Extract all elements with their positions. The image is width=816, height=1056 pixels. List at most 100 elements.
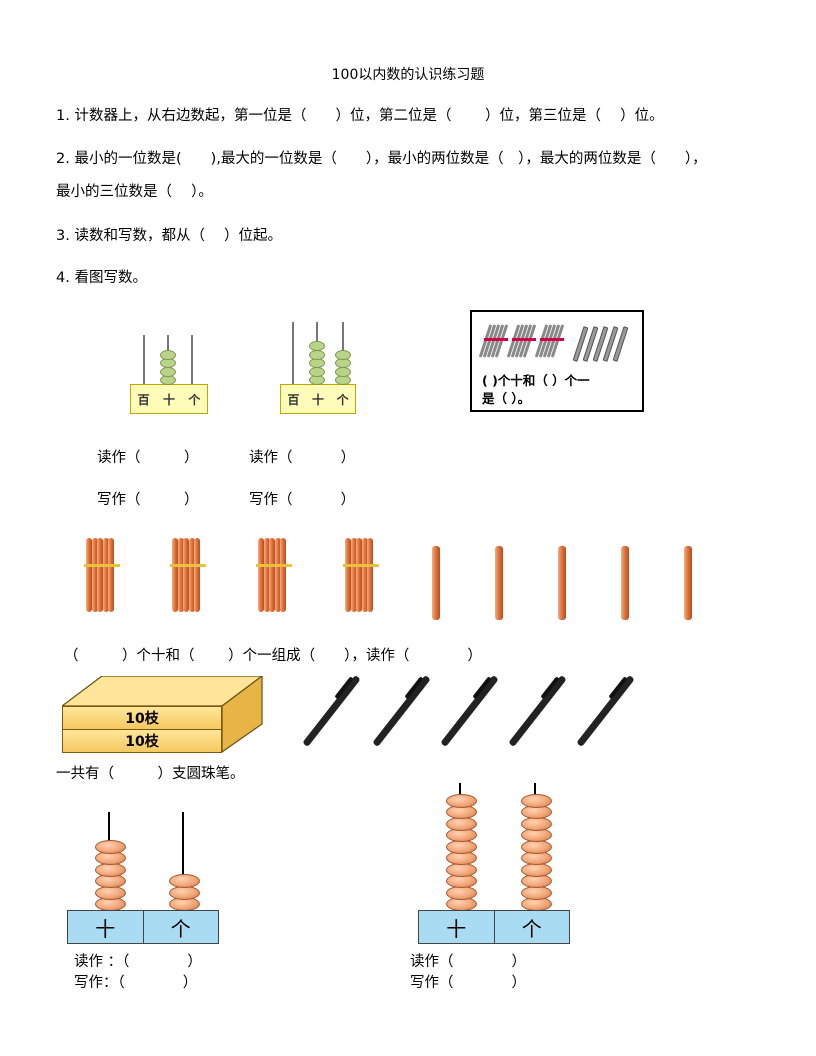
abacus-bead xyxy=(309,349,325,360)
read-as-2: 读作（ ） xyxy=(249,450,356,466)
ballpoint-pen xyxy=(576,674,635,748)
box-stick-bundle xyxy=(534,320,565,362)
bead-abacus-base: 十 个 xyxy=(67,910,219,944)
write-as-4: 写作（ ） xyxy=(410,975,526,991)
read-as-1: 读作（ ） xyxy=(97,450,199,466)
abacus-bead xyxy=(169,874,200,888)
loose-stick xyxy=(432,546,440,620)
loose-stick xyxy=(495,546,503,620)
box-stick-bundle xyxy=(506,320,537,362)
stick-bundle xyxy=(84,538,120,616)
stick-bundle xyxy=(170,538,206,616)
page-title: 100以内数的认识练习题 xyxy=(331,67,485,83)
bundle-tie xyxy=(256,564,292,567)
place-label-ones: 个 xyxy=(521,916,542,941)
read-as-4: 读作（ ） xyxy=(410,954,526,970)
stick-bundle xyxy=(256,538,292,616)
abacus-bead xyxy=(335,349,351,360)
question-3: 3. 读数和写数，都从（ ）位起。 xyxy=(56,228,283,244)
bundle-tie xyxy=(540,338,564,341)
abacus-base: 百 十 个 xyxy=(130,384,208,414)
abacus-bead xyxy=(309,358,325,368)
ballpoint-pen xyxy=(302,674,361,748)
sticks-question: （ ）个十和（ ）个一组成（ ），读作（ ） xyxy=(64,648,482,664)
abacus-label-ones: 个 xyxy=(336,392,349,407)
question-4: 4. 看图写数。 xyxy=(56,270,147,286)
question-2-line-2: 最小的三位数是（ ）。 xyxy=(56,184,213,200)
bundle-stick xyxy=(86,538,92,612)
bundle-stick xyxy=(177,538,184,612)
abacus-bead xyxy=(521,793,552,808)
abacus-bead xyxy=(309,341,325,351)
box-text-line-2: 是（ ）。 xyxy=(482,391,531,406)
bead-abacus-base: 十 个 xyxy=(418,910,570,944)
place-label-tens: 十 xyxy=(419,911,495,943)
abacus-label-tens: 十 xyxy=(311,392,324,407)
pen-box-drawing xyxy=(62,676,263,754)
bundle-tie xyxy=(512,338,536,341)
bundle-stick xyxy=(97,538,103,612)
bundle-tie xyxy=(84,564,120,567)
abacus-bead xyxy=(335,375,351,385)
bundle-stick xyxy=(356,538,362,612)
abacus-label-hundreds: 百 xyxy=(287,392,300,407)
bundle-stick xyxy=(91,538,98,612)
ballpoint-pen xyxy=(508,674,567,748)
bundle-stick xyxy=(183,538,189,612)
abacus-bead xyxy=(160,358,176,368)
ballpoint-pen xyxy=(440,674,499,748)
place-label-ones: 个 xyxy=(170,916,191,941)
bundle-stick xyxy=(367,538,373,612)
place-label-tens: 十 xyxy=(68,911,144,943)
abacus-bead xyxy=(446,793,477,808)
bundle-tie xyxy=(170,564,206,567)
pen-box-layer: 10枝 xyxy=(62,706,222,730)
loose-stick xyxy=(684,546,692,620)
bundle-stick xyxy=(361,538,368,612)
abacus-bead xyxy=(335,366,351,377)
sticks-picture-box: ( )个十和（ ）个一 是（ ）。 xyxy=(470,310,644,412)
write-as-2: 写作（ ） xyxy=(249,492,356,508)
loose-stick xyxy=(558,546,566,620)
bead-rod-ones xyxy=(182,812,184,910)
bundle-tie xyxy=(343,564,379,567)
abacus-label-ones: 个 xyxy=(188,392,201,407)
bundle-stick xyxy=(172,538,178,612)
abacus-bead xyxy=(160,375,176,385)
pen-box-layer: 10枝 xyxy=(62,729,222,753)
abacus-bead xyxy=(309,375,325,385)
loose-stick xyxy=(621,546,629,620)
abacus-bead xyxy=(309,366,325,377)
abacus-label-tens: 十 xyxy=(162,392,175,407)
read-as-3: 读作 ：（ ） xyxy=(74,954,202,970)
box-stick-bundle xyxy=(478,320,509,362)
bundle-stick xyxy=(269,538,275,612)
box-text-line-1: ( )个十和（ ）个一 xyxy=(482,373,590,388)
question-1: 1. 计数器上，从右边数起，第一位是（ ）位，第二位是（ ）位，第三位是（ ）位… xyxy=(56,108,664,124)
bundle-stick xyxy=(102,538,109,612)
bundle-stick xyxy=(263,538,270,612)
stick-bundle xyxy=(343,538,379,616)
bundle-stick xyxy=(258,538,264,612)
bundle-stick xyxy=(188,538,195,612)
write-as-3: 写作：（ ） xyxy=(74,975,198,991)
bundle-tie xyxy=(484,338,508,341)
pens-question: 一共有（ ）支圆珠笔。 xyxy=(56,766,245,782)
ballpoint-pen xyxy=(372,674,431,748)
abacus-label-hundreds: 百 xyxy=(137,392,150,407)
abacus-rod xyxy=(143,335,145,385)
abacus-bead xyxy=(335,358,351,368)
abacus-rod xyxy=(191,335,193,385)
abacus-rod xyxy=(292,322,294,384)
write-as-1: 写作（ ） xyxy=(97,492,199,508)
abacus-base: 百 十 个 xyxy=(280,384,356,414)
bundle-stick xyxy=(280,538,286,612)
bundle-stick xyxy=(274,538,281,612)
bundle-stick xyxy=(350,538,357,612)
abacus-bead xyxy=(95,839,126,854)
bundle-stick xyxy=(108,538,114,612)
question-2-line-1: 2. 最小的一位数是( ),最大的一位数是（ ），最小的两位数是（ ），最大的两… xyxy=(56,151,707,167)
abacus-bead xyxy=(160,349,176,360)
bundle-stick xyxy=(345,538,351,612)
abacus-bead xyxy=(160,366,176,377)
